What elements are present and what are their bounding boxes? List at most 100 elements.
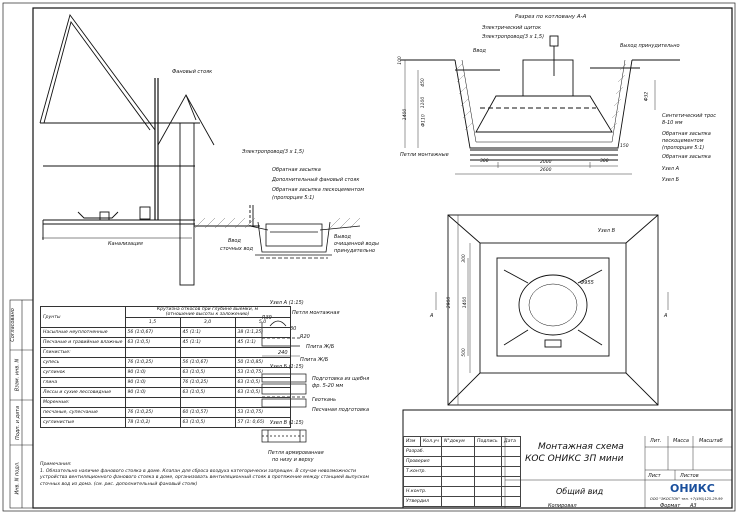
cell: [501, 476, 521, 487]
node-b-gravel: Подготовка из щебня: [312, 376, 370, 382]
section-dim-lines: [404, 60, 656, 175]
stamp-format-val: А3: [690, 503, 697, 509]
dim-2000: 2000: [540, 160, 552, 165]
node-b-plate: Плита Ж/Б: [300, 357, 329, 363]
label-uzel-b: Узел Б: [662, 177, 679, 183]
label-el-box: Электрический щиток: [482, 25, 541, 31]
stamp-format: Формат: [660, 503, 681, 509]
inner-frame: [32, 7, 733, 509]
label-uzel-a: Узел А: [662, 166, 679, 172]
label-inlet: Ввод: [228, 238, 241, 244]
cell: 38 (1:1,25): [234, 327, 291, 338]
stamp-copied: Копировал: [548, 503, 577, 509]
plan-view: [447, 214, 659, 406]
cell: 57 (1: 0,65): [234, 417, 291, 428]
dim-plan-2900: 2900: [447, 296, 453, 309]
dim-450: 450: [420, 78, 426, 87]
margin-inv-podl: Инв. N подл.: [14, 461, 21, 495]
margin-soglasovano: Согласовано: [9, 308, 16, 342]
stamp-massa: Масса: [673, 438, 689, 444]
node-a-plate: Плита Ж/Б: [306, 344, 335, 350]
stamp-masshtab: Масштаб: [699, 438, 723, 444]
label-sand-ratio: (пропорция 5:1): [272, 195, 315, 201]
label-outlet-2: очищенной воды: [334, 241, 379, 247]
dim-100: 100: [397, 56, 403, 65]
stamp-nkontr: Н.контр.: [403, 486, 442, 497]
cell: 90 (1:0): [124, 367, 181, 378]
stamp-col-doc: N°докум: [441, 436, 475, 447]
dim-300-right: 300: [600, 159, 609, 164]
label-inlet-2: сточных вод: [220, 246, 253, 252]
dim-2600: 2600: [540, 168, 552, 173]
stamp-prover: Проверил: [403, 456, 442, 467]
slope-head: Крутизна откосов при глубине выемки, м (…: [124, 306, 291, 318]
cell: [501, 466, 521, 477]
cell: 76 (1:0,25): [124, 357, 181, 368]
cell: [441, 486, 475, 497]
small-station-section: [249, 221, 361, 259]
node-b-sand: Песчаная подготовка: [312, 407, 370, 413]
cell: 53 (1:0,75): [234, 367, 291, 378]
node-v-anchor: Петля армированная: [268, 450, 324, 456]
cell: [124, 397, 181, 408]
dim-1400: 1400: [403, 108, 409, 121]
depth-2: 3,0: [179, 317, 236, 328]
cell: [441, 456, 475, 467]
soil-head: Грунты: [40, 306, 126, 328]
cell: [474, 456, 502, 467]
slope-head-2: (отношение высоты к заложению): [165, 312, 250, 317]
cell: 56 (1:0,67): [179, 357, 236, 368]
stamp-col-kol: Кол.уч: [420, 436, 442, 447]
cell: 76 (1:0,25): [124, 407, 181, 418]
cell: Насыпные неуплотненные: [40, 327, 126, 338]
cell: 63 (1:0,5): [179, 367, 236, 378]
label-outlet: Вывод: [334, 234, 351, 240]
node-a-title: Узел А (1:15): [270, 300, 304, 306]
cell: Лессы и сухие лессовидные: [40, 387, 126, 398]
node-a-r20: R20: [300, 334, 310, 340]
stamp-col-izm: Изм: [403, 436, 421, 447]
cell: 53 (1:0,75): [234, 407, 291, 418]
node-a-loop: Петля монтажная: [292, 310, 340, 316]
depth-3: 5,0: [234, 317, 291, 328]
node-v-detail: [261, 429, 307, 443]
cut-a-left: А: [430, 313, 434, 319]
cell: [441, 466, 475, 477]
soil-slope-table: Грунты Крутизна откосов при глубине выем…: [40, 306, 291, 428]
label-sling: Петли монтажные: [400, 152, 449, 158]
cell: [441, 446, 475, 457]
label-extra-riser: Дополнительный фановый стояк: [272, 177, 360, 183]
margin-podp-data: Подп. и дата: [15, 405, 22, 441]
section-hatch: [455, 63, 627, 131]
node-a-30: 30: [290, 326, 297, 332]
cell: 78 (1:0,2): [124, 417, 181, 428]
title-block: Изм Кол.уч N°докум Подпись Дата Разраб. …: [403, 436, 521, 507]
cell: 45 (1:1): [234, 337, 291, 348]
label-back-1: Обратная засыпка: [662, 131, 711, 137]
notes-line-3: сточных вод из дома. (см. рис. дополните…: [40, 481, 198, 487]
stamp-row-header: Изм Кол.уч N°докум Подпись Дата: [403, 436, 521, 447]
cell: песчаные, супесчаные: [40, 407, 126, 418]
stamp-col-date: Дата: [501, 436, 521, 447]
dim-plan-300: 300: [461, 254, 467, 263]
label-geotextile-2: 8-10 мм: [662, 120, 683, 126]
cell: 76 (1:0,25): [179, 377, 236, 388]
cell: 90 (1:0): [124, 377, 181, 388]
table-row: Глинистые:: [40, 347, 291, 358]
section-title: Разрез по котловану А-А: [515, 14, 587, 20]
cell: 63 (1:0,5): [234, 387, 291, 398]
cell: 45 (1:1): [179, 337, 236, 348]
cell: [501, 496, 521, 507]
dim-300-left: 300: [480, 159, 489, 164]
cell: 50 (1:0,85): [234, 357, 291, 368]
cell: [474, 486, 502, 497]
label-back-3: (пропорция 5:1): [662, 145, 705, 151]
dim-plan-1400: 1400: [463, 296, 469, 309]
node-b-geotex: Геоткань: [312, 397, 337, 403]
cell: супесь: [40, 357, 126, 368]
